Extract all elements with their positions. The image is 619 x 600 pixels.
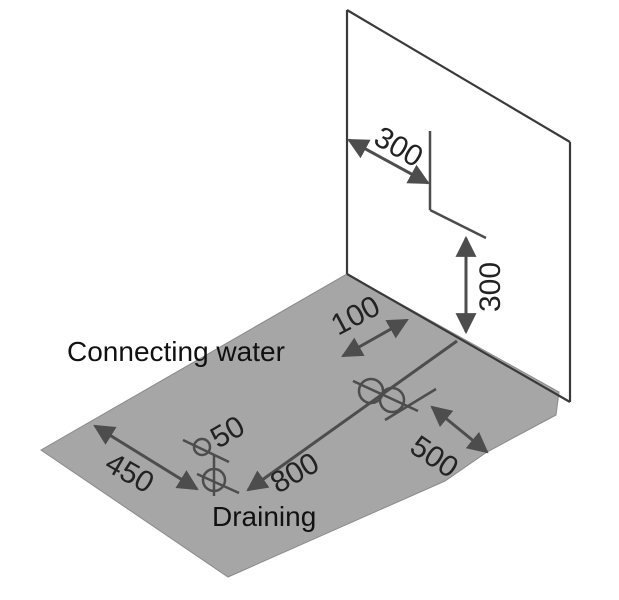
drain-cross-line xyxy=(182,438,230,464)
label-connecting-water: Connecting water xyxy=(67,336,285,367)
dimension-arrows xyxy=(93,138,489,492)
dim-arrow-run-length xyxy=(246,339,458,492)
label-draining: Draining xyxy=(212,501,316,532)
wall xyxy=(345,9,572,403)
wall-top-edge xyxy=(346,9,571,143)
dim-arrow-wall-offset xyxy=(347,138,430,185)
dim-arrow-front-offset xyxy=(430,405,489,454)
wall-floor-edge xyxy=(346,273,571,403)
supply-pipe-icons xyxy=(357,377,406,414)
supply-vertical-line xyxy=(384,387,437,422)
dim-arrow-side-offset xyxy=(93,424,199,491)
pipe-circle-icon xyxy=(378,386,406,414)
pipe-circle-icon xyxy=(201,467,227,493)
dim-label-wall-offset: 300 xyxy=(369,120,429,174)
wall-horizontal-ref xyxy=(429,208,487,240)
dim-label-wall-height: 300 xyxy=(474,262,507,312)
wall-reference-lines xyxy=(428,131,487,240)
dim-arrow-supply-offset xyxy=(341,318,409,358)
drain-pipe-icons xyxy=(192,437,227,493)
pipe-circle-icon xyxy=(192,437,212,457)
